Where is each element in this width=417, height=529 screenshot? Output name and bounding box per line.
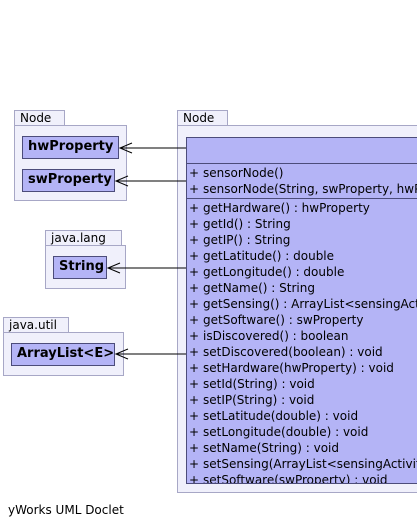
visibility-symbol: +: [189, 166, 200, 180]
visibility-symbol: +: [189, 457, 200, 471]
visibility-symbol: +: [189, 473, 200, 484]
arrowhead-hwproperty: [118, 142, 133, 154]
visibility-symbol: +: [189, 345, 200, 359]
class-hwproperty[interactable]: hwProperty: [22, 136, 119, 159]
method-signature: setName(String) : void: [203, 441, 339, 455]
arrowhead-arraylist: [114, 348, 129, 360]
constructor-1: +sensorNode(String, swProperty, hwProper…: [189, 181, 417, 197]
method-3: +getLatitude() : double: [189, 248, 417, 264]
package-tab-java-lang: java.lang: [45, 230, 122, 246]
class-swproperty[interactable]: swProperty: [22, 169, 115, 192]
class-arraylist[interactable]: ArrayList<E>: [11, 343, 115, 366]
visibility-symbol: +: [189, 409, 200, 423]
visibility-symbol: +: [189, 313, 200, 327]
class-name-compartment: [187, 138, 417, 164]
visibility-symbol: +: [189, 281, 200, 295]
method-signature: setHardware(hwProperty) : void: [203, 361, 394, 375]
visibility-symbol: +: [189, 249, 200, 263]
method-signature: getIP() : String: [203, 233, 291, 247]
method-12: +setIP(String) : void: [189, 392, 417, 408]
method-16: +setSensing(ArrayList<sensingActivity>) …: [189, 456, 417, 472]
method-0: +getHardware() : hwProperty: [189, 200, 417, 216]
package-tab-node-right: Node: [177, 110, 228, 126]
method-signature: setIP(String) : void: [203, 393, 315, 407]
method-1: +getId() : String: [189, 216, 417, 232]
method-signature: setLongitude(double) : void: [203, 425, 369, 439]
method-signature: getId() : String: [203, 217, 291, 231]
visibility-symbol: +: [189, 201, 200, 215]
method-17: +setSoftware(swProperty) : void: [189, 472, 417, 484]
visibility-symbol: +: [189, 233, 200, 247]
constructor-signature: sensorNode(): [203, 166, 284, 180]
method-13: +setLatitude(double) : void: [189, 408, 417, 424]
class-sensornode[interactable]: +sensorNode()+sensorNode(String, swPrope…: [186, 137, 417, 484]
arrowhead-string: [106, 262, 121, 274]
method-15: +setName(String) : void: [189, 440, 417, 456]
method-signature: setSensing(ArrayList<sensingActivity>) :…: [203, 457, 417, 471]
method-2: +getIP() : String: [189, 232, 417, 248]
visibility-symbol: +: [189, 361, 200, 375]
package-tab-java-util: java.util: [3, 317, 69, 333]
method-5: +getName() : String: [189, 280, 417, 296]
method-14: +setLongitude(double) : void: [189, 424, 417, 440]
method-8: +isDiscovered() : boolean: [189, 328, 417, 344]
method-9: +setDiscovered(boolean) : void: [189, 344, 417, 360]
visibility-symbol: +: [189, 425, 200, 439]
method-signature: isDiscovered() : boolean: [203, 329, 349, 343]
constructor-signature: sensorNode(String, swProperty, hwPropert…: [203, 182, 417, 196]
visibility-symbol: +: [189, 217, 200, 231]
class-string[interactable]: String: [53, 256, 107, 279]
method-signature: getLatitude() : double: [203, 249, 335, 263]
method-7: +getSoftware() : swProperty: [189, 312, 417, 328]
footer-credit: yWorks UML Doclet: [8, 503, 124, 517]
visibility-symbol: +: [189, 441, 200, 455]
constructors-compartment: +sensorNode()+sensorNode(String, swPrope…: [187, 164, 417, 199]
arrowhead-swproperty: [114, 175, 129, 187]
visibility-symbol: +: [189, 393, 200, 407]
method-signature: getHardware() : hwProperty: [203, 201, 370, 215]
method-4: +getLongitude() : double: [189, 264, 417, 280]
method-10: +setHardware(hwProperty) : void: [189, 360, 417, 376]
method-signature: setDiscovered(boolean) : void: [203, 345, 383, 359]
method-signature: getName() : String: [203, 281, 315, 295]
method-signature: getLongitude() : double: [203, 265, 345, 279]
visibility-symbol: +: [189, 329, 200, 343]
visibility-symbol: +: [189, 377, 200, 391]
methods-compartment: +getHardware() : hwProperty+getId() : St…: [187, 199, 417, 484]
method-signature: getSensing() : ArrayList<sensingActivity…: [203, 297, 417, 311]
method-11: +setId(String) : void: [189, 376, 417, 392]
visibility-symbol: +: [189, 265, 200, 279]
package-tab-node-left: Node: [14, 110, 65, 126]
method-6: +getSensing() : ArrayList<sensingActivit…: [189, 296, 417, 312]
method-signature: getSoftware() : swProperty: [203, 313, 364, 327]
method-signature: setLatitude(double) : void: [203, 409, 359, 423]
method-signature: setId(String) : void: [203, 377, 315, 391]
method-signature: setSoftware(swProperty) : void: [203, 473, 388, 484]
visibility-symbol: +: [189, 182, 200, 196]
constructor-0: +sensorNode(): [189, 165, 417, 181]
visibility-symbol: +: [189, 297, 200, 311]
